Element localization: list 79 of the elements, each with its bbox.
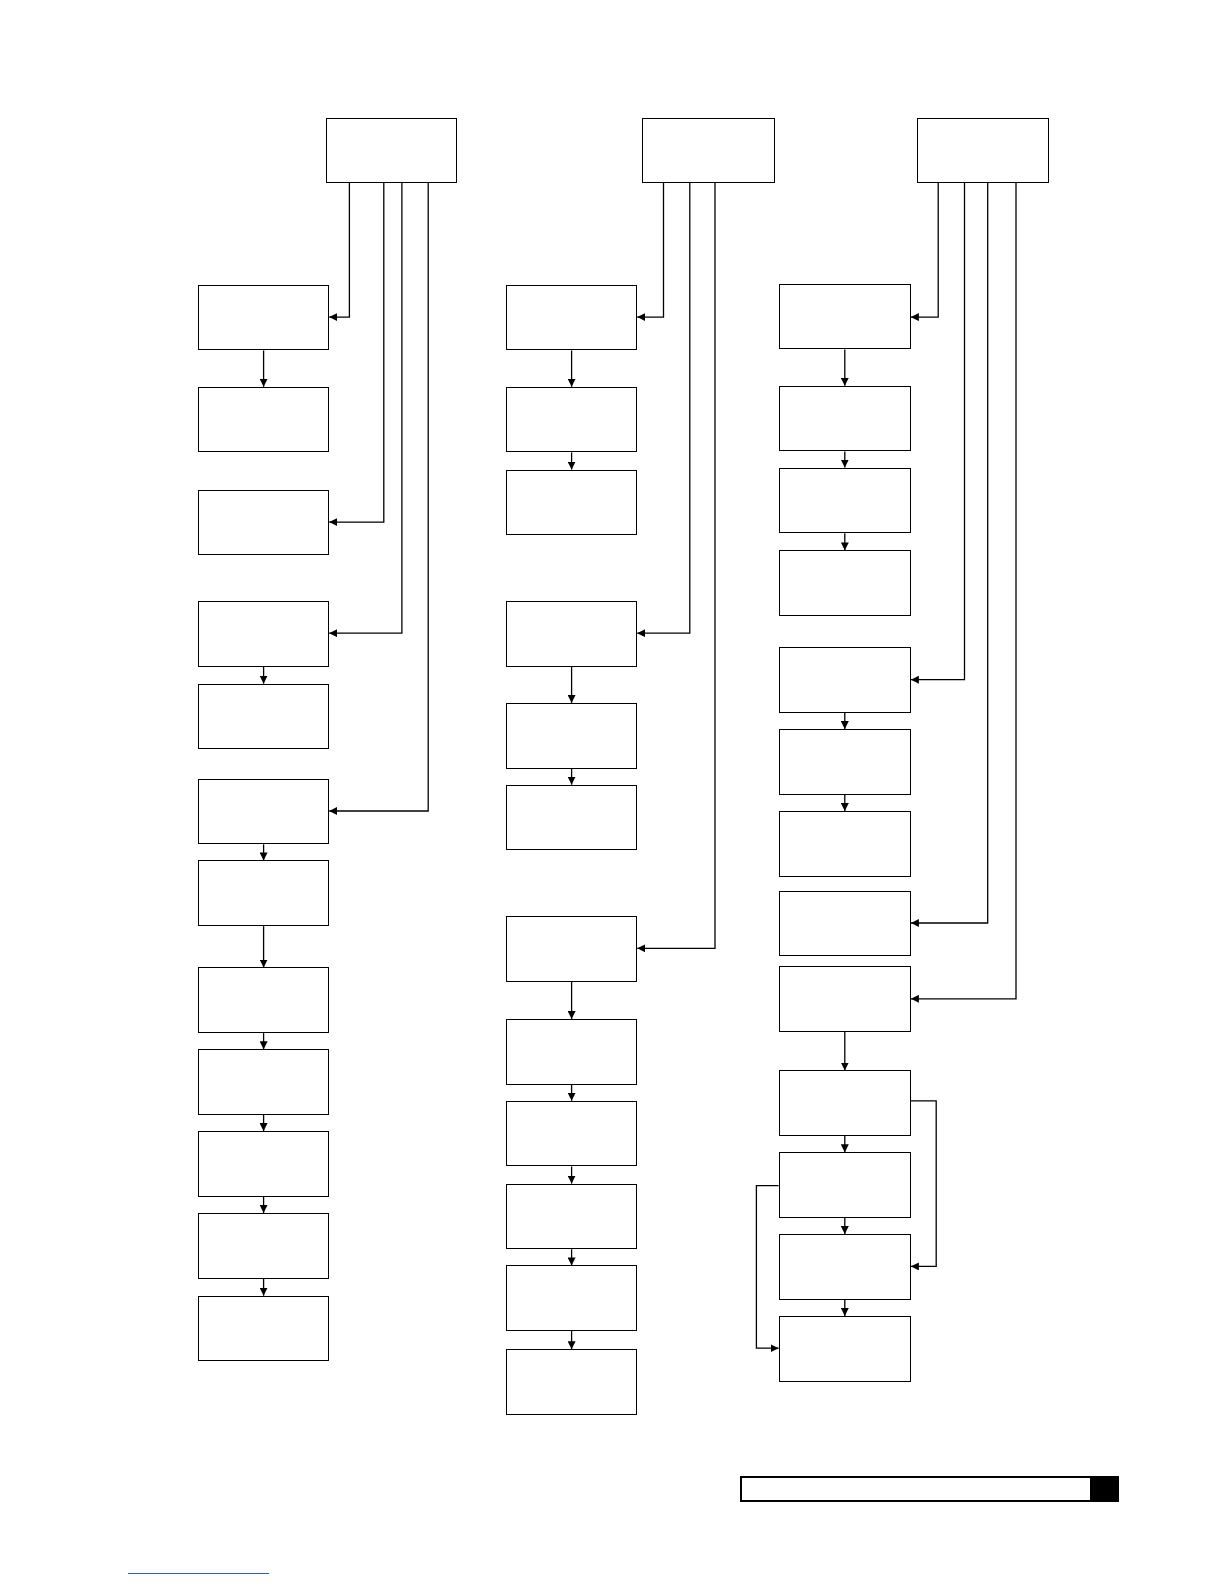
process-box [505, 1349, 638, 1415]
process-box [778, 966, 911, 1033]
process-box [505, 469, 638, 536]
arrow [567, 1165, 576, 1185]
arrow [328, 182, 385, 527]
process-box [778, 385, 911, 452]
arrow [259, 925, 268, 969]
arrow [567, 665, 576, 704]
arrow [910, 182, 1017, 1003]
process-box [197, 600, 330, 667]
process-box [197, 1049, 330, 1115]
arrow [840, 794, 849, 812]
process-box [505, 915, 638, 982]
process-box [505, 386, 638, 453]
process-box [197, 386, 330, 453]
process-box [197, 489, 330, 556]
arrow [259, 1114, 268, 1132]
process-box [505, 284, 638, 351]
arrow [567, 980, 576, 1020]
arrow [259, 665, 268, 685]
arrow [840, 450, 849, 469]
process-box [778, 810, 911, 877]
process-box [778, 729, 911, 795]
arrow [259, 843, 268, 862]
arrow [840, 1217, 849, 1235]
arrow [567, 1330, 576, 1350]
arrow [840, 1031, 849, 1072]
process-box [197, 860, 330, 927]
arrow [259, 349, 268, 388]
process-box [778, 1315, 911, 1382]
process-box [505, 1100, 638, 1167]
arrow [910, 182, 989, 927]
arrow [567, 1083, 576, 1102]
process-box [778, 647, 911, 713]
arrow [567, 451, 576, 471]
process-box [917, 118, 1050, 183]
process-box [505, 1183, 638, 1250]
process-box [642, 118, 775, 183]
process-box [197, 683, 330, 750]
process-box [326, 118, 458, 183]
process-box [505, 784, 638, 851]
process-box [505, 1019, 638, 1085]
process-box [778, 467, 911, 534]
arrow [259, 1032, 268, 1050]
process-box [778, 1070, 911, 1137]
process-box [505, 702, 638, 769]
process-box [778, 550, 911, 617]
arrow [910, 182, 966, 684]
process-box [505, 600, 638, 667]
arrow [840, 1135, 849, 1153]
arrow [840, 712, 849, 730]
arrow [910, 1100, 937, 1271]
arrow [636, 182, 665, 322]
process-box [197, 1212, 330, 1279]
process-box [197, 967, 330, 1034]
process-box [505, 1265, 638, 1332]
process-box [197, 284, 330, 351]
arrow [259, 1277, 268, 1297]
arrow [636, 182, 716, 953]
arrow [328, 182, 429, 815]
process-box [778, 1234, 911, 1300]
arrow [636, 182, 691, 638]
process-box [197, 1295, 330, 1362]
arrow [840, 1299, 849, 1317]
process-box [778, 283, 911, 350]
process-box [778, 1152, 911, 1218]
arrow [840, 348, 849, 387]
arrow [567, 1248, 576, 1267]
arrow [567, 767, 576, 786]
process-box [778, 890, 911, 957]
arrow [259, 1196, 268, 1214]
arrow [755, 1184, 780, 1353]
process-box [197, 778, 330, 845]
arrow [328, 182, 403, 638]
arrow [910, 182, 939, 322]
arrow [840, 532, 849, 552]
arrow [328, 182, 351, 322]
process-box [197, 1131, 330, 1197]
arrow [567, 349, 576, 388]
